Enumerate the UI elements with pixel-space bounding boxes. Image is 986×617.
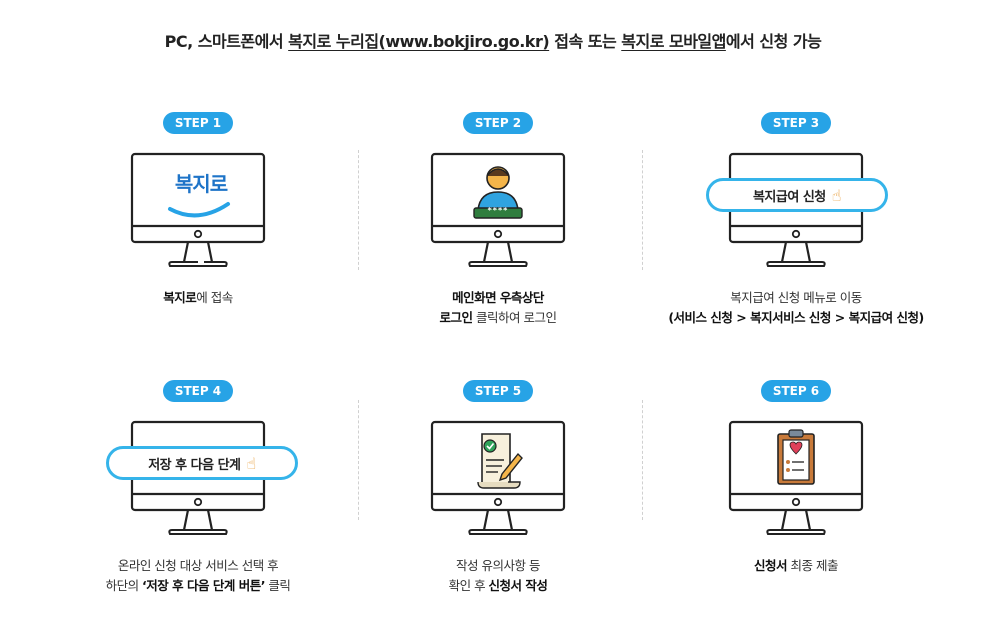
caption-bold: 복지로 [163, 290, 197, 305]
step-badge: STEP 6 [760, 380, 832, 402]
column-divider [358, 150, 359, 270]
caption-text: 확인 후 [448, 578, 489, 593]
monitor-icon [728, 420, 864, 535]
button-label: 복지급여 신청 [752, 189, 826, 205]
caption-text: 작성 유의사항 등 [456, 558, 540, 573]
document-check-icon [477, 433, 523, 489]
caption-bold: 로그인 [439, 310, 474, 325]
page-header: PC, 스마트폰에서 복지로 누리집(www.bokjiro.go.kr) 접속… [0, 28, 986, 52]
column-divider [642, 400, 643, 520]
header-text-3: 에서 신청 가능 [725, 32, 822, 51]
save-next-step-button[interactable]: 저장 후 다음 단계 ☝ [106, 446, 298, 480]
bokjiro-app-link[interactable]: 복지로 모바일앱 [621, 32, 726, 51]
caption-text: 온라인 신청 대상 서비스 선택 후 [117, 558, 279, 573]
step-3: STEP 3 복지급여 신청 ☝ 복지급여 신청 메뉴로 이동 (서비스 신청 … [666, 112, 926, 332]
user-avatar-icon [473, 166, 523, 219]
caption-text: 최종 제출 [787, 558, 839, 573]
monitor-icon [728, 152, 864, 267]
step-1: STEP 1 복지로 복지로에 접속 [68, 112, 328, 312]
monitor-icon [430, 152, 566, 267]
step-2: STEP 2 **** 메인화면 우측상단 로그인 클릭하여 로그인 [368, 112, 628, 332]
caption-bold: ‘저장 후 다음 단계 버튼’ [142, 578, 265, 593]
step-4: STEP 4 저장 후 다음 단계 ☝ 온라인 신청 대상 서비스 선택 후 하… [68, 380, 328, 600]
header-text-1: PC, 스마트폰에서 [164, 32, 289, 51]
step-badge: STEP 4 [162, 380, 234, 402]
bokjiro-logo: 복지로 [174, 172, 228, 196]
button-label: 저장 후 다음 단계 [148, 457, 241, 473]
password-field: **** [487, 206, 509, 215]
step-badge: STEP 3 [760, 112, 832, 134]
caption-text: 하단의 [105, 578, 143, 593]
header-text-2: 접속 또는 [549, 32, 622, 51]
step-caption: 작성 유의사항 등 확인 후 신청서 작성 [368, 556, 628, 596]
step-badge: STEP 1 [162, 112, 234, 134]
clipboard-heart-icon [777, 429, 815, 485]
pointing-hand-icon: ☝ [831, 185, 842, 205]
caption-text: 클릭 [264, 578, 291, 593]
caption-text: 복지급여 신청 메뉴로 이동 [730, 290, 862, 305]
step-caption: 메인화면 우측상단 로그인 클릭하여 로그인 [368, 288, 628, 328]
caption-text: 클릭하여 로그인 [472, 310, 557, 325]
step-6: STEP 6 신청서 최종 제출 [666, 380, 926, 600]
step-caption: 복지급여 신청 메뉴로 이동 (서비스 신청 > 복지서비스 신청 > 복지급여… [646, 288, 946, 328]
monitor-icon [130, 420, 266, 535]
monitor-icon [430, 420, 566, 535]
column-divider [358, 400, 359, 520]
caption-bold: 신청서 [754, 558, 788, 573]
step-caption: 복지로에 접속 [68, 288, 328, 308]
caption-bold: (서비스 신청 > 복지서비스 신청 > 복지급여 신청) [668, 310, 924, 325]
step-badge: STEP 5 [462, 380, 534, 402]
caption-text: 에 접속 [196, 290, 233, 305]
step-caption: 신청서 최종 제출 [666, 556, 926, 576]
caption-bold: 메인화면 우측상단 [452, 290, 544, 305]
monitor-icon [130, 152, 266, 267]
bokjiro-site-link[interactable]: 복지로 누리집(www.bokjiro.go.kr) [288, 32, 550, 51]
pointing-hand-icon: ☝ [246, 453, 257, 473]
step-caption: 온라인 신청 대상 서비스 선택 후 하단의 ‘저장 후 다음 단계 버튼’ 클… [48, 556, 348, 596]
step-5: STEP 5 작성 유의사항 등 확인 후 신청서 작성 [368, 380, 628, 600]
column-divider [642, 150, 643, 270]
step-badge: STEP 2 [462, 112, 534, 134]
caption-bold: 신청서 작성 [488, 578, 548, 593]
welfare-apply-button[interactable]: 복지급여 신청 ☝ [706, 178, 888, 212]
